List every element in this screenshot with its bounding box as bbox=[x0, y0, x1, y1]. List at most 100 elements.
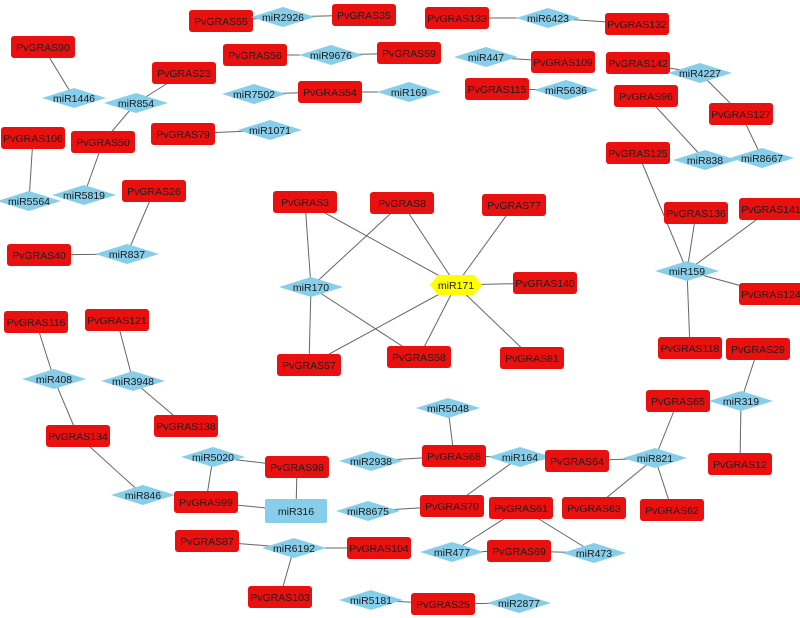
node-m171[interactable]: miR171 bbox=[430, 275, 482, 295]
node-g58[interactable]: PvGRAS58 bbox=[387, 346, 451, 368]
node-g57[interactable]: PvGRAS57 bbox=[277, 354, 341, 376]
node-m316[interactable]: miR316 bbox=[265, 499, 327, 523]
node-g99[interactable]: PvGRAS99 bbox=[174, 491, 238, 513]
node-g87[interactable]: PvGRAS87 bbox=[175, 530, 239, 552]
node-g81[interactable]: PvGRAS81 bbox=[500, 347, 564, 369]
node-m5048[interactable]: miR5048 bbox=[416, 398, 480, 418]
node-g50[interactable]: PvGRAS50 bbox=[71, 131, 135, 153]
node-m1071[interactable]: miR1071 bbox=[238, 120, 302, 140]
node-m2877[interactable]: miR2877 bbox=[487, 593, 551, 613]
node-m164[interactable]: miR164 bbox=[488, 447, 552, 467]
node-g96[interactable]: PvGRAS96 bbox=[614, 85, 678, 107]
gene-node-box bbox=[465, 78, 529, 100]
node-m5819[interactable]: miR5819 bbox=[52, 185, 116, 205]
node-m169[interactable]: miR169 bbox=[377, 82, 441, 102]
node-g63[interactable]: PvGRAS63 bbox=[562, 497, 626, 519]
node-g118[interactable]: PvGRAS118 bbox=[658, 337, 722, 359]
node-g70[interactable]: PvGRAS70 bbox=[420, 495, 484, 517]
node-g12[interactable]: PvGRAS12 bbox=[708, 453, 772, 475]
node-g124[interactable]: PvGRAS124 bbox=[739, 283, 800, 305]
node-m319[interactable]: miR319 bbox=[709, 391, 773, 411]
node-m4227[interactable]: miR4227 bbox=[668, 63, 732, 83]
node-g25[interactable]: PvGRAS25 bbox=[411, 593, 475, 615]
node-g127[interactable]: PvGRAS127 bbox=[709, 103, 773, 125]
node-g132[interactable]: PvGRAS132 bbox=[605, 13, 669, 35]
edge-g77-m171 bbox=[455, 204, 515, 286]
node-m447[interactable]: miR447 bbox=[454, 47, 518, 67]
node-g79[interactable]: PvGRAS79 bbox=[151, 123, 215, 145]
node-g69[interactable]: PvGRAS69 bbox=[487, 540, 551, 562]
node-m5020[interactable]: miR5020 bbox=[181, 447, 245, 467]
gene-node-box bbox=[332, 4, 396, 26]
node-m854[interactable]: miR854 bbox=[104, 93, 168, 113]
node-g3[interactable]: PvGRAS3 bbox=[273, 191, 337, 213]
node-m5636[interactable]: miR5636 bbox=[534, 80, 598, 100]
node-m2926[interactable]: miR2926 bbox=[251, 7, 315, 27]
node-g77[interactable]: PvGRAS77 bbox=[482, 194, 546, 216]
node-g65[interactable]: PvGRAS65 bbox=[646, 390, 710, 412]
node-m473[interactable]: miR473 bbox=[562, 543, 626, 563]
node-g115[interactable]: PvGRAS115 bbox=[465, 78, 529, 100]
node-label: miR2926 bbox=[262, 12, 304, 24]
node-g59[interactable]: PvGRAS59 bbox=[377, 42, 441, 64]
node-g35[interactable]: PvGRAS35 bbox=[332, 4, 396, 26]
node-g26[interactable]: PvGRAS26 bbox=[122, 180, 186, 202]
node-m3948[interactable]: miR3948 bbox=[101, 371, 165, 391]
node-g61[interactable]: PvGRAS61 bbox=[489, 497, 553, 519]
node-g62[interactable]: PvGRAS62 bbox=[640, 499, 704, 521]
node-m6192[interactable]: miR6192 bbox=[262, 538, 326, 558]
node-m838[interactable]: miR838 bbox=[673, 150, 737, 170]
mirna-node-diamond bbox=[299, 45, 363, 65]
node-g29[interactable]: PvGRAS29 bbox=[726, 338, 790, 360]
node-m170[interactable]: miR170 bbox=[279, 277, 343, 297]
node-g109[interactable]: PvGRAS109 bbox=[531, 51, 595, 73]
node-g103[interactable]: PvGRAS103 bbox=[248, 586, 312, 608]
node-m837[interactable]: miR837 bbox=[95, 244, 159, 264]
node-m8675[interactable]: miR8675 bbox=[336, 501, 400, 521]
node-g40[interactable]: PvGRAS40 bbox=[7, 244, 71, 266]
node-m821[interactable]: miR821 bbox=[623, 448, 687, 468]
node-m159[interactable]: miR159 bbox=[655, 261, 719, 281]
node-g140[interactable]: PvGRAS140 bbox=[513, 272, 577, 294]
node-m9676[interactable]: miR9676 bbox=[299, 45, 363, 65]
node-g64[interactable]: PvGRAS64 bbox=[545, 450, 609, 472]
node-m1446[interactable]: miR1446 bbox=[42, 88, 106, 108]
node-g125[interactable]: PvGRAS125 bbox=[606, 142, 670, 164]
node-m2938[interactable]: miR2938 bbox=[339, 451, 403, 471]
node-g134[interactable]: PvGRAS134 bbox=[46, 425, 110, 447]
node-g106[interactable]: PvGRAS106 bbox=[1, 127, 65, 149]
node-label: miR1446 bbox=[53, 93, 95, 105]
node-g98[interactable]: PvGRAS98 bbox=[265, 456, 329, 478]
node-g104[interactable]: PvGRAS104 bbox=[347, 537, 411, 559]
node-label: PvGRAS133 bbox=[427, 13, 487, 25]
node-label: miR5181 bbox=[350, 595, 392, 607]
node-g23[interactable]: PvGRAS23 bbox=[152, 62, 216, 84]
node-g142[interactable]: PvGRAS142 bbox=[606, 52, 670, 74]
node-g54[interactable]: PvGRAS54 bbox=[298, 81, 362, 103]
node-g138[interactable]: PvGRAS138 bbox=[154, 415, 218, 437]
node-label: PvGRAS69 bbox=[492, 546, 546, 558]
node-m477[interactable]: miR477 bbox=[420, 542, 484, 562]
node-g141[interactable]: PvGRAS141 bbox=[739, 198, 800, 220]
mirna-node-diamond bbox=[339, 451, 403, 471]
node-m5181[interactable]: miR5181 bbox=[339, 590, 403, 610]
node-g116[interactable]: PvGRAS116 bbox=[4, 311, 68, 333]
mirna-node-diamond bbox=[623, 448, 687, 468]
node-g90[interactable]: PvGRAS90 bbox=[11, 36, 75, 58]
node-m6423[interactable]: miR6423 bbox=[516, 8, 580, 28]
node-g133[interactable]: PvGRAS133 bbox=[425, 7, 489, 29]
node-g55[interactable]: PvGRAS55 bbox=[189, 10, 253, 32]
node-g68[interactable]: PvGRAS68 bbox=[422, 445, 486, 467]
node-g8[interactable]: PvGRAS8 bbox=[370, 192, 434, 214]
node-m7502[interactable]: miR7502 bbox=[222, 84, 286, 104]
node-g136[interactable]: PvGRAS136 bbox=[664, 202, 728, 224]
node-m5564[interactable]: miR5564 bbox=[0, 191, 61, 211]
gene-node-box bbox=[614, 85, 678, 107]
node-m8667[interactable]: miR8667 bbox=[730, 148, 794, 168]
node-g121[interactable]: PvGRAS121 bbox=[85, 309, 149, 331]
node-m846[interactable]: miR846 bbox=[111, 485, 175, 505]
mirna-node-diamond bbox=[377, 82, 441, 102]
node-g56[interactable]: PvGRAS56 bbox=[223, 44, 287, 66]
node-m408[interactable]: miR408 bbox=[22, 369, 86, 389]
